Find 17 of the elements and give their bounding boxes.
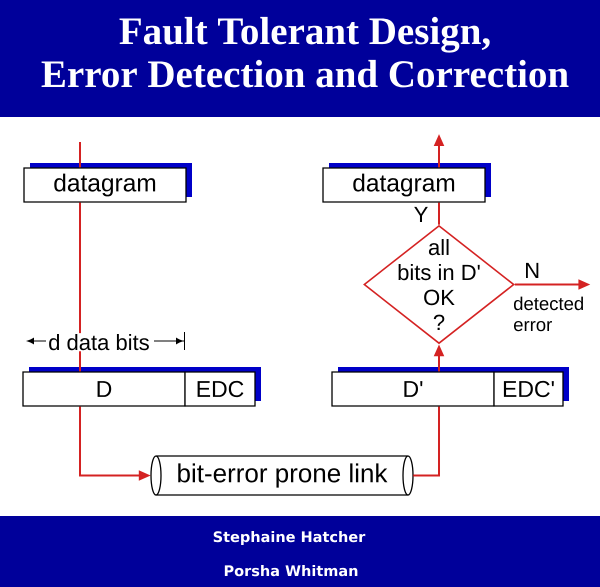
connector-line (413, 406, 440, 476)
author-name: Stephaine Hatcher (214, 530, 366, 546)
edge-label: N (526, 262, 538, 278)
link-cylinder: bit-error prone link (150, 455, 414, 496)
title-banner: Fault Tolerant Design, Error Detection and Correction (0, 0, 600, 117)
node-label: bit-error prone link (178, 463, 388, 488)
connector-line (79, 142, 81, 168)
process-box: datagram (322, 167, 486, 203)
edge-label: Y (414, 206, 428, 222)
field-cell: EDC' (493, 371, 564, 407)
connector-line (438, 202, 440, 225)
connector-line (79, 202, 81, 372)
author-name: Porsha Whitman (224, 564, 358, 576)
dimension-label: d data bits (47, 333, 151, 352)
process-box: datagram (23, 167, 187, 203)
note-text: detected error (514, 296, 583, 332)
field-cell: EDC (184, 371, 256, 407)
